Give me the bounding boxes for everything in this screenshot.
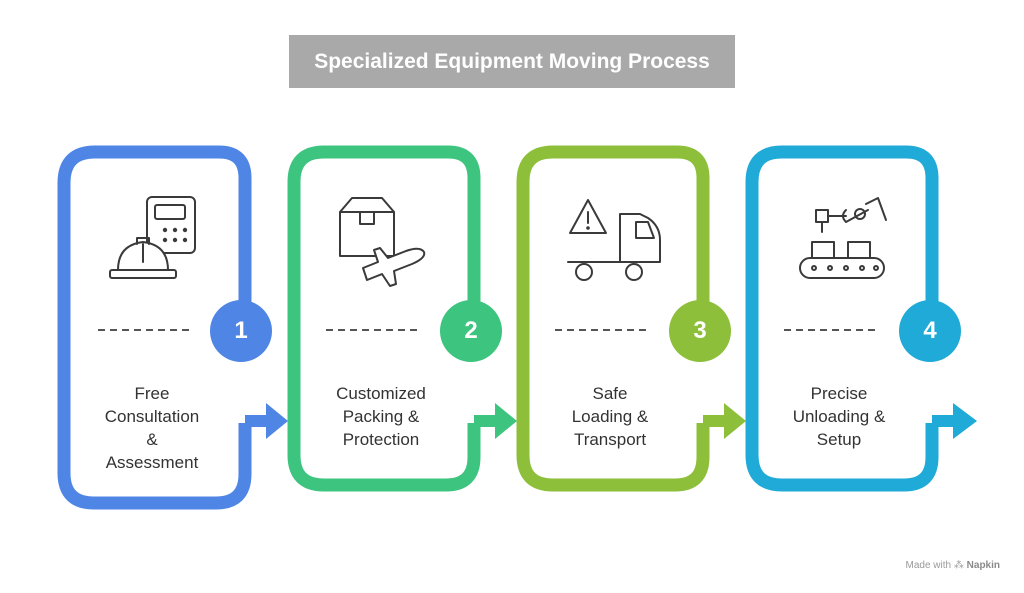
box-airplane-icon xyxy=(339,197,426,287)
diagram-title: Specialized Equipment Moving Process xyxy=(289,35,735,88)
step-2-arrow xyxy=(474,403,517,439)
step-3-number: 3 xyxy=(693,317,707,344)
step-2-number-circle xyxy=(440,300,502,362)
step-1-arrow xyxy=(245,403,288,439)
step-4-number-circle xyxy=(899,300,961,362)
hard-hat-calculator-icon xyxy=(109,196,196,279)
step-2-frame xyxy=(287,145,481,492)
step-3-arrow xyxy=(703,403,746,439)
step-2-number: 2 xyxy=(464,317,478,344)
footer-attribution: Made with ⁂ Napkin xyxy=(906,560,1000,571)
step-4-number: 4 xyxy=(923,317,937,344)
step-1-number: 1 xyxy=(234,317,248,344)
conveyor-robot-arm-icon xyxy=(799,197,887,279)
warning-truck-icon xyxy=(567,199,661,281)
step-1-frame xyxy=(57,145,252,510)
footer-made-with: Made with xyxy=(905,560,952,571)
step-3-number-circle xyxy=(669,300,731,362)
footer-brand: Napkin xyxy=(966,560,1000,571)
step-1-number-circle xyxy=(210,300,272,362)
step-4-arrow xyxy=(932,403,977,439)
step-3-frame xyxy=(516,145,710,492)
napkin-logo-icon: ⁂ xyxy=(953,560,964,571)
step-4-frame xyxy=(745,145,939,492)
